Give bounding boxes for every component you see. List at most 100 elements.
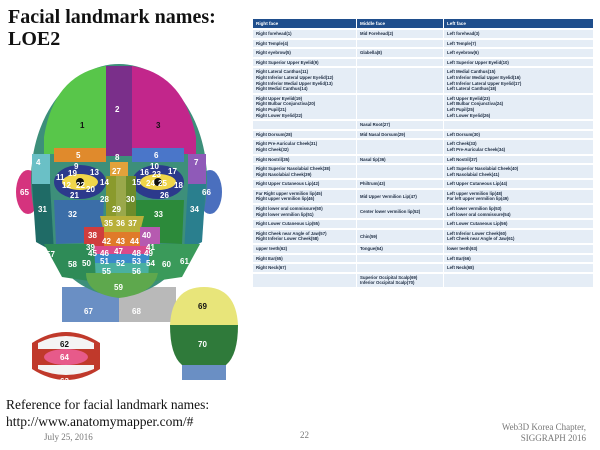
table-cell: Left Cheek(33) Left Pre-Auricular Cheek(… <box>444 140 594 154</box>
table-cell: Far Right upper vermilion lip(45) Right … <box>253 189 357 204</box>
label-57: 57 <box>46 250 55 259</box>
table-cell <box>357 68 444 93</box>
table-cell <box>357 58 444 67</box>
table-cell: Chin(59) <box>357 229 444 244</box>
table-row: Right Cheek near Angle of Jaw(57) Right … <box>253 229 594 244</box>
table-row: Right Pre-Auricular Cheek(31) Right Chee… <box>253 140 594 154</box>
label-2: 2 <box>115 105 120 114</box>
region-left-dorsum <box>126 176 136 216</box>
table-row: Right eyebrow(5)Glabella(8)Left eyebrow(… <box>253 49 594 57</box>
table-cell: Left Nostril(37) <box>444 155 594 164</box>
table-row: Right Upper Cutaneous Lip(42)Philtrum(43… <box>253 180 594 188</box>
table-cell: Right Pre-Auricular Cheek(31) Right Chee… <box>253 140 357 154</box>
table-cell: Mid Nasal Dorsum(29) <box>357 130 444 139</box>
region-nasal-root <box>110 162 128 176</box>
header-middle-face: Middle face <box>357 19 444 28</box>
region-inferior-occipital-scalp <box>170 325 238 365</box>
region-left-forehead <box>132 66 196 154</box>
table-cell: Mid Upper Vermilion Lip(47) <box>357 189 444 204</box>
table-row: Right Upper Eyelid(19) Right Bulbar Conj… <box>253 94 594 120</box>
label-37: 37 <box>128 219 137 228</box>
table-row: Right Lower Cutaneous Lip(55)Left Lower … <box>253 220 594 228</box>
label-48: 48 <box>132 249 141 258</box>
label-47: 47 <box>114 247 123 256</box>
table-cell: Right Dorsum(28) <box>253 130 357 139</box>
table-cell: Right Superior Nasolabial Cheek(38) Righ… <box>253 165 357 179</box>
head-diagram: 1 2 3 4 5 6 7 8 9 10 11 12 13 14 15 16 1… <box>16 64 222 322</box>
table-cell <box>357 165 444 179</box>
label-9: 9 <box>74 162 79 171</box>
label-30: 30 <box>126 195 135 204</box>
teeth-diagram: 62 64 63 <box>32 332 100 386</box>
table-row: Right Temple(4)Left Temple(7) <box>253 39 594 48</box>
region-right-dorsum <box>106 176 116 216</box>
region-mid-forehead <box>106 66 132 156</box>
table-cell <box>357 39 444 48</box>
label-1: 1 <box>80 121 85 130</box>
region-upper-teeth <box>38 336 94 349</box>
title-line-2: LOE2 <box>8 28 61 50</box>
table-row: Right Superior Nasolabial Cheek(38) Righ… <box>253 165 594 179</box>
table-cell <box>253 121 357 129</box>
label-28: 28 <box>100 195 109 204</box>
table-cell <box>357 220 444 228</box>
label-62: 62 <box>60 340 69 349</box>
label-5: 5 <box>76 151 81 160</box>
table-row: Right Superior Upper Eyelid(9)Left Super… <box>253 58 594 67</box>
label-29: 29 <box>112 205 121 214</box>
table-cell <box>357 94 444 120</box>
label-14: 14 <box>100 178 109 187</box>
table-cell: Right Cheek near Angle of Jaw(57) Right … <box>253 229 357 244</box>
table-cell: lower teeth(63) <box>444 245 594 253</box>
right-pupil <box>76 178 84 186</box>
region-upper-vermilion <box>94 246 150 254</box>
table-row: Nasal Root(27) <box>253 121 594 129</box>
table-cell: Right Ear(65) <box>253 254 357 263</box>
label-46: 46 <box>100 249 109 258</box>
region-mid-nasal-dorsum <box>116 176 126 216</box>
label-3: 3 <box>156 121 161 130</box>
reference-note: Reference for facial landmark names: htt… <box>6 396 209 430</box>
table-cell: upper teeth(62) <box>253 245 357 253</box>
label-31: 31 <box>38 205 47 214</box>
label-34: 34 <box>190 205 199 214</box>
table-cell: Nasal Root(27) <box>357 121 444 129</box>
table-cell: Right lower oral commissure(50) Right lo… <box>253 205 357 219</box>
label-7: 7 <box>194 158 199 167</box>
header-left-face: Left face <box>444 19 594 28</box>
table-row: Right forehead(1)Mid Forehead(2)Left for… <box>253 30 594 38</box>
table-cell: Right Superior Upper Eyelid(9) <box>253 58 357 67</box>
table-cell <box>253 273 357 287</box>
region-left-pre-auricular-cheek <box>184 184 206 252</box>
label-16: 16 <box>140 168 149 177</box>
label-58: 58 <box>68 260 77 269</box>
label-45: 45 <box>88 249 97 258</box>
table-cell: Right Upper Eyelid(19) Right Bulbar Conj… <box>253 94 357 120</box>
table-cell: Left Neck(68) <box>444 264 594 272</box>
table-cell: Left Temple(7) <box>444 39 594 48</box>
region-chin <box>86 273 158 298</box>
head-label-group: 1 2 3 4 5 6 7 8 9 10 11 12 13 14 15 16 1… <box>20 105 211 316</box>
table-cell: Philtrum(43) <box>357 180 444 188</box>
table-cell: Left Ear(66) <box>444 254 594 263</box>
face-landmark-head-figure: 1 2 3 4 5 6 7 8 9 10 11 12 13 14 15 16 1… <box>14 62 224 322</box>
region-lower-cutaneous-lip <box>94 263 150 273</box>
table-cell: Left upper vermilion lip(48) Far left up… <box>444 189 594 204</box>
label-55: 55 <box>102 267 111 276</box>
footer-venue: Web3D Korea Chapter, SIGGRAPH 2016 <box>502 422 586 444</box>
reference-url[interactable]: http://www.anatomymapper.com/# <box>6 414 194 429</box>
table-cell: Mid Forehead(2) <box>357 30 444 38</box>
table-cell: Left Upper Cutaneous Lip(44) <box>444 180 594 188</box>
label-12: 12 <box>62 181 71 190</box>
label-52: 52 <box>116 259 125 268</box>
table-row: Right Neck(67)Left Neck(68) <box>253 264 594 272</box>
back-neck <box>182 365 226 380</box>
label-54: 54 <box>146 259 155 268</box>
label-59: 59 <box>114 283 123 292</box>
region-lower-vermilion <box>94 254 150 263</box>
table-header-row: Right face Middle face Left face <box>253 19 594 28</box>
back-head-diagram: 69 70 <box>170 287 238 380</box>
table-body: Right forehead(1)Mid Forehead(2)Left for… <box>253 30 594 287</box>
table-cell: Left Medial Canthus(15) Left Inferior Me… <box>444 68 594 93</box>
table-row: upper teeth(62)Tongue(64)lower teeth(63) <box>253 245 594 253</box>
